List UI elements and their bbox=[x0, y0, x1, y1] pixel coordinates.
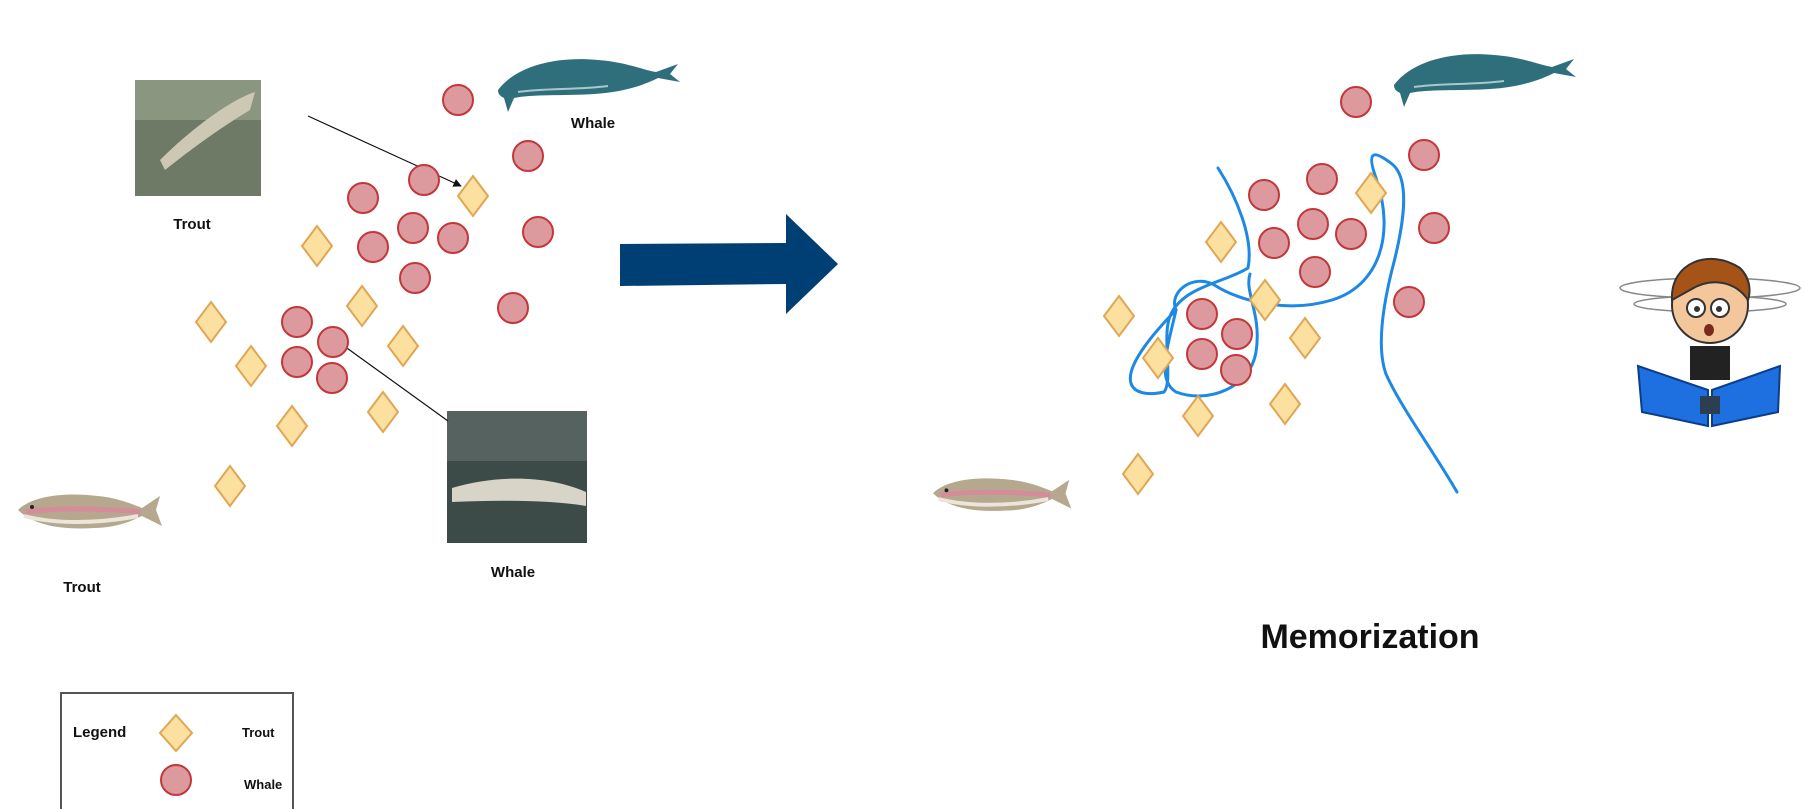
memorization-title: Memorization bbox=[1260, 618, 1479, 656]
whale-icon-label: Whale bbox=[571, 115, 615, 132]
whale-point bbox=[523, 217, 553, 247]
trout-point bbox=[1123, 454, 1153, 494]
whale-point bbox=[318, 327, 348, 357]
whale-point bbox=[1419, 213, 1449, 243]
whale-icon-right bbox=[1394, 54, 1576, 107]
whale-point bbox=[1187, 299, 1217, 329]
whale-point bbox=[1187, 339, 1217, 369]
whale-point bbox=[400, 263, 430, 293]
whale-point bbox=[1298, 209, 1328, 239]
trout-point bbox=[302, 226, 332, 266]
trout-point bbox=[1206, 222, 1236, 262]
trout-point bbox=[368, 392, 398, 432]
trout-point bbox=[277, 406, 307, 446]
whale-point bbox=[282, 307, 312, 337]
whale-point bbox=[1336, 219, 1366, 249]
whale-point bbox=[1221, 355, 1251, 385]
whale-point bbox=[317, 363, 347, 393]
right-arrow-icon bbox=[620, 214, 838, 314]
whale-point bbox=[1222, 319, 1252, 349]
whale-point bbox=[438, 223, 468, 253]
legend-trout-label: Trout bbox=[242, 725, 275, 740]
whale-point bbox=[498, 293, 528, 323]
whale-thumbnail bbox=[447, 411, 587, 543]
legend-title: Legend bbox=[73, 724, 126, 741]
whale-point bbox=[1409, 140, 1439, 170]
trout-point bbox=[215, 466, 245, 506]
trout-point bbox=[1183, 396, 1213, 436]
trout-point bbox=[347, 286, 377, 326]
whale-thumbnail-label: Whale bbox=[491, 564, 535, 581]
trout-thumbnail-label: Trout bbox=[173, 216, 211, 233]
legend-whale-label: Whale bbox=[244, 777, 282, 792]
whale-point bbox=[358, 232, 388, 262]
trout-icon-right bbox=[933, 478, 1071, 511]
whale-point bbox=[1300, 257, 1330, 287]
trout-thumbnail bbox=[135, 80, 261, 196]
legend: Legend Trout Whale bbox=[61, 693, 293, 809]
overfit-boundary bbox=[1130, 155, 1457, 492]
whale-point bbox=[443, 85, 473, 115]
trout-point bbox=[458, 176, 488, 216]
whale-point bbox=[348, 183, 378, 213]
trout-point bbox=[196, 302, 226, 342]
whale-point bbox=[1249, 180, 1279, 210]
left-scatter: Trout Whale Trout Whale bbox=[18, 59, 680, 596]
trout-point bbox=[1356, 173, 1386, 213]
whale-point bbox=[409, 165, 439, 195]
trout-point bbox=[388, 326, 418, 366]
whale-icon bbox=[498, 59, 680, 112]
trout-point bbox=[1270, 384, 1300, 424]
right-scatter: Memorization bbox=[933, 54, 1800, 656]
whale-point bbox=[1259, 228, 1289, 258]
trout-icon-label: Trout bbox=[63, 579, 101, 596]
whale-point bbox=[1341, 87, 1371, 117]
trout-point bbox=[1290, 318, 1320, 358]
whale-point bbox=[1394, 287, 1424, 317]
confused-reader-icon bbox=[1620, 259, 1800, 426]
whale-point bbox=[1307, 164, 1337, 194]
whale-point bbox=[398, 213, 428, 243]
whale-point bbox=[513, 141, 543, 171]
trout-point bbox=[236, 346, 266, 386]
legend-whale-swatch bbox=[161, 765, 191, 795]
whale-point bbox=[282, 347, 312, 377]
trout-point bbox=[1104, 296, 1134, 336]
trout-icon bbox=[18, 495, 162, 529]
